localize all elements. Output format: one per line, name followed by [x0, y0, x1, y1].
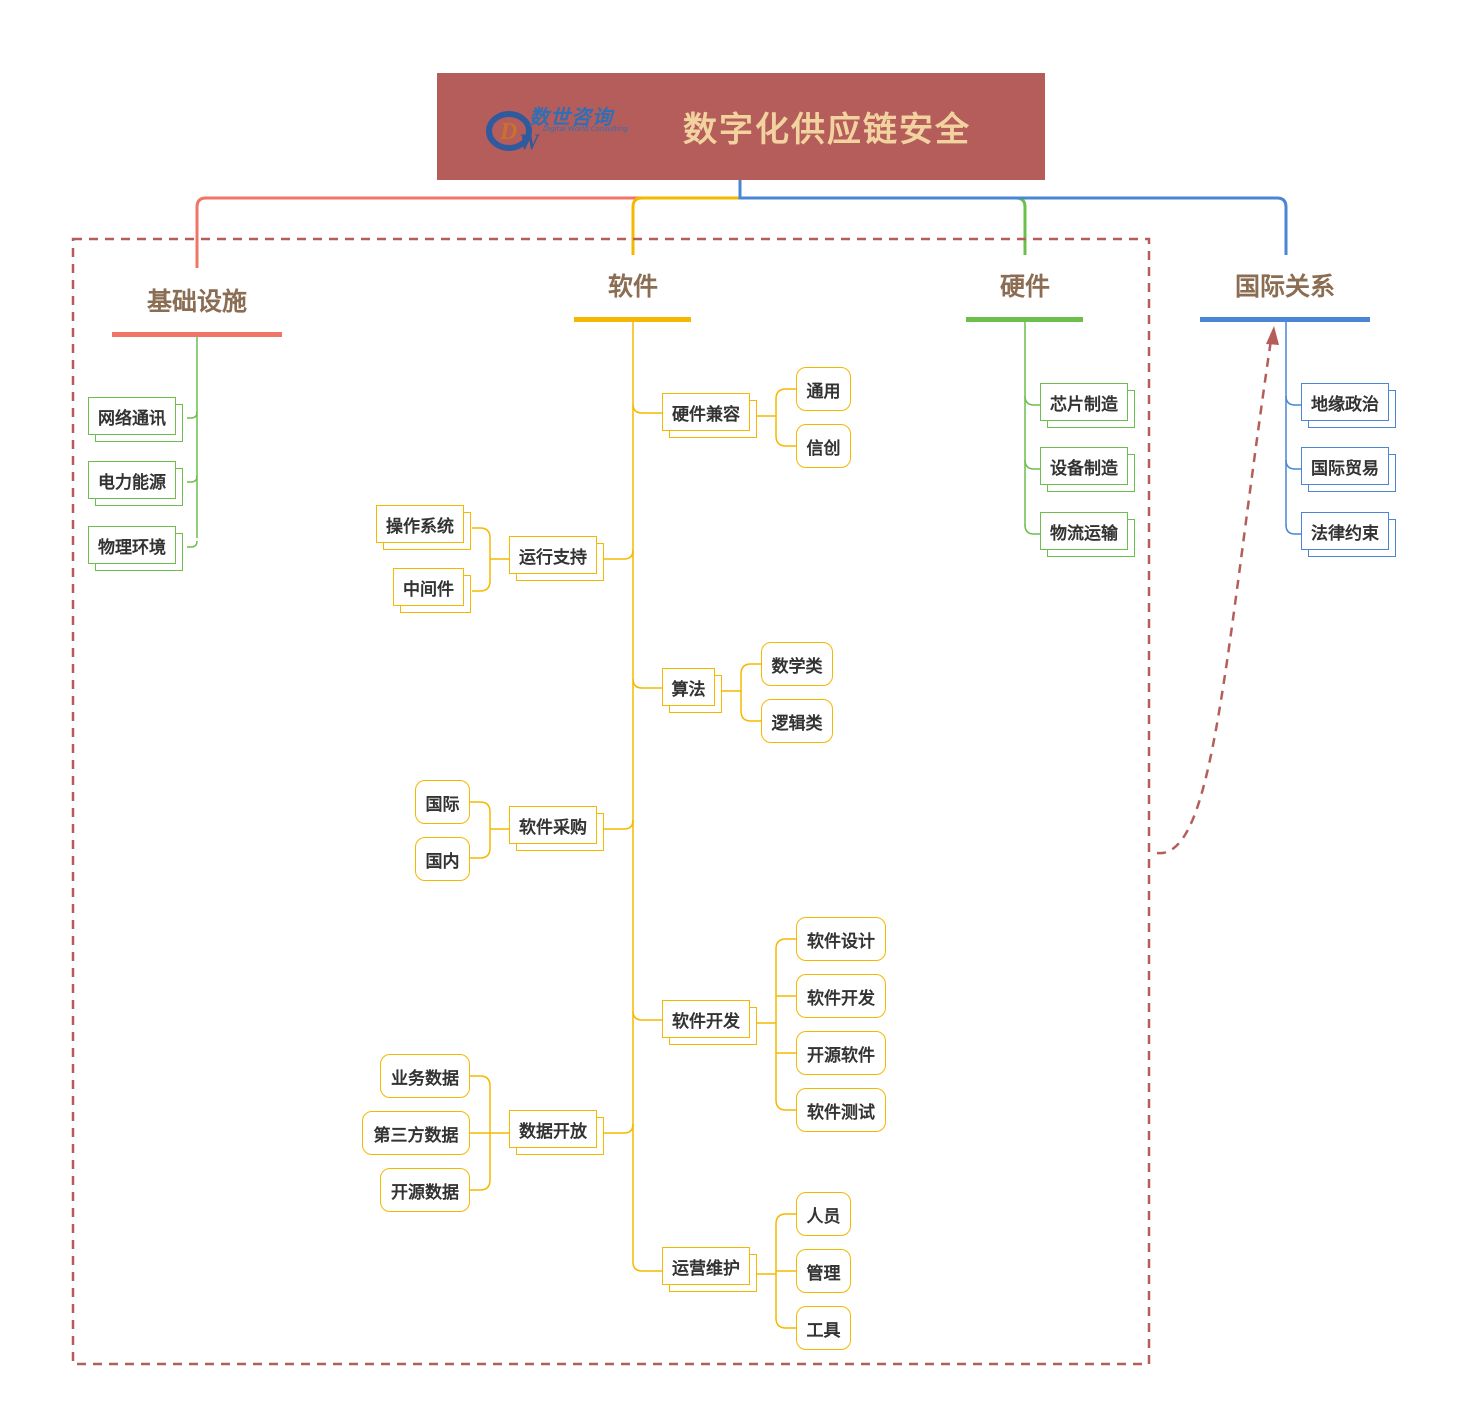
software-leaf: 工具 — [796, 1306, 851, 1350]
branch-underline-infra — [112, 332, 282, 337]
hardware-item: 设备制造 — [1040, 447, 1135, 492]
infra-item: 电力能源 — [88, 461, 183, 506]
root-title: 数字化供应链安全 — [683, 110, 971, 150]
software-leaf: 开源软件 — [796, 1031, 886, 1075]
software-leaf: 业务数据 — [380, 1054, 470, 1098]
intl-item: 法律约束 — [1301, 512, 1396, 557]
software-group: 运行支持 — [509, 536, 604, 581]
software-leaf: 软件测试 — [796, 1088, 886, 1132]
root-title-bar: D W 数世咨询 Digital World Consulting 数字化供应链… — [437, 73, 1045, 180]
company-logo: D W 数世咨询 Digital World Consulting — [485, 97, 635, 157]
software-leaf: 软件开发 — [796, 974, 886, 1018]
software-leaf: 开源数据 — [380, 1168, 470, 1212]
software-group: 软件开发 — [662, 1000, 757, 1045]
hardware-item: 芯片制造 — [1040, 383, 1135, 428]
software-leaf: 信创 — [796, 424, 851, 468]
software-leaf: 国内 — [415, 837, 470, 881]
infra-item: 物理环境 — [88, 526, 183, 571]
branch-title-software: 软件 — [607, 272, 659, 301]
software-item: 中间件 — [393, 568, 471, 613]
hardware-connector — [740, 196, 1027, 255]
software-leaf: 国际 — [415, 780, 470, 824]
infra-item: 网络通讯 — [88, 397, 183, 442]
branch-underline-intl — [1200, 317, 1370, 322]
svg-text:W: W — [519, 129, 540, 154]
branch-title-infra: 基础设施 — [146, 287, 248, 316]
branch-title-hardware: 硬件 — [999, 272, 1051, 301]
branch-title-intl: 国际关系 — [1234, 272, 1336, 301]
software-leaf: 人员 — [796, 1192, 851, 1236]
software-leaf: 管理 — [796, 1249, 851, 1293]
infra-connector — [195, 180, 742, 268]
logo-name-cn: 数世咨询 — [529, 105, 613, 129]
intl-connector — [738, 180, 1288, 255]
software-leaf: 数学类 — [761, 642, 833, 686]
software-leaf: 软件设计 — [796, 917, 886, 961]
software-item: 操作系统 — [376, 505, 471, 550]
software-group: 数据开放 — [509, 1110, 604, 1155]
svg-text:D: D — [499, 119, 517, 145]
logo-mark-icon: D W — [486, 111, 540, 154]
software-group: 运营维护 — [662, 1247, 757, 1292]
intl-item: 国际贸易 — [1301, 447, 1396, 492]
software-connector — [631, 196, 740, 255]
software-group: 硬件兼容 — [662, 393, 757, 438]
dashed-arrow — [1156, 332, 1274, 855]
software-leaf: 逻辑类 — [761, 699, 833, 743]
dashed-boundary — [71, 237, 1151, 1366]
software-leaf: 通用 — [796, 367, 851, 411]
software-group: 软件采购 — [509, 806, 604, 851]
intl-item: 地缘政治 — [1301, 383, 1396, 428]
arrow-head — [1266, 326, 1279, 345]
hardware-item: 物流运输 — [1040, 512, 1135, 557]
logo-name-en: Digital World Consulting — [543, 125, 628, 133]
branch-underline-software — [574, 317, 691, 322]
branch-underline-hardware — [966, 317, 1083, 322]
software-group: 算法 — [662, 668, 722, 713]
software-leaf: 第三方数据 — [362, 1111, 470, 1155]
